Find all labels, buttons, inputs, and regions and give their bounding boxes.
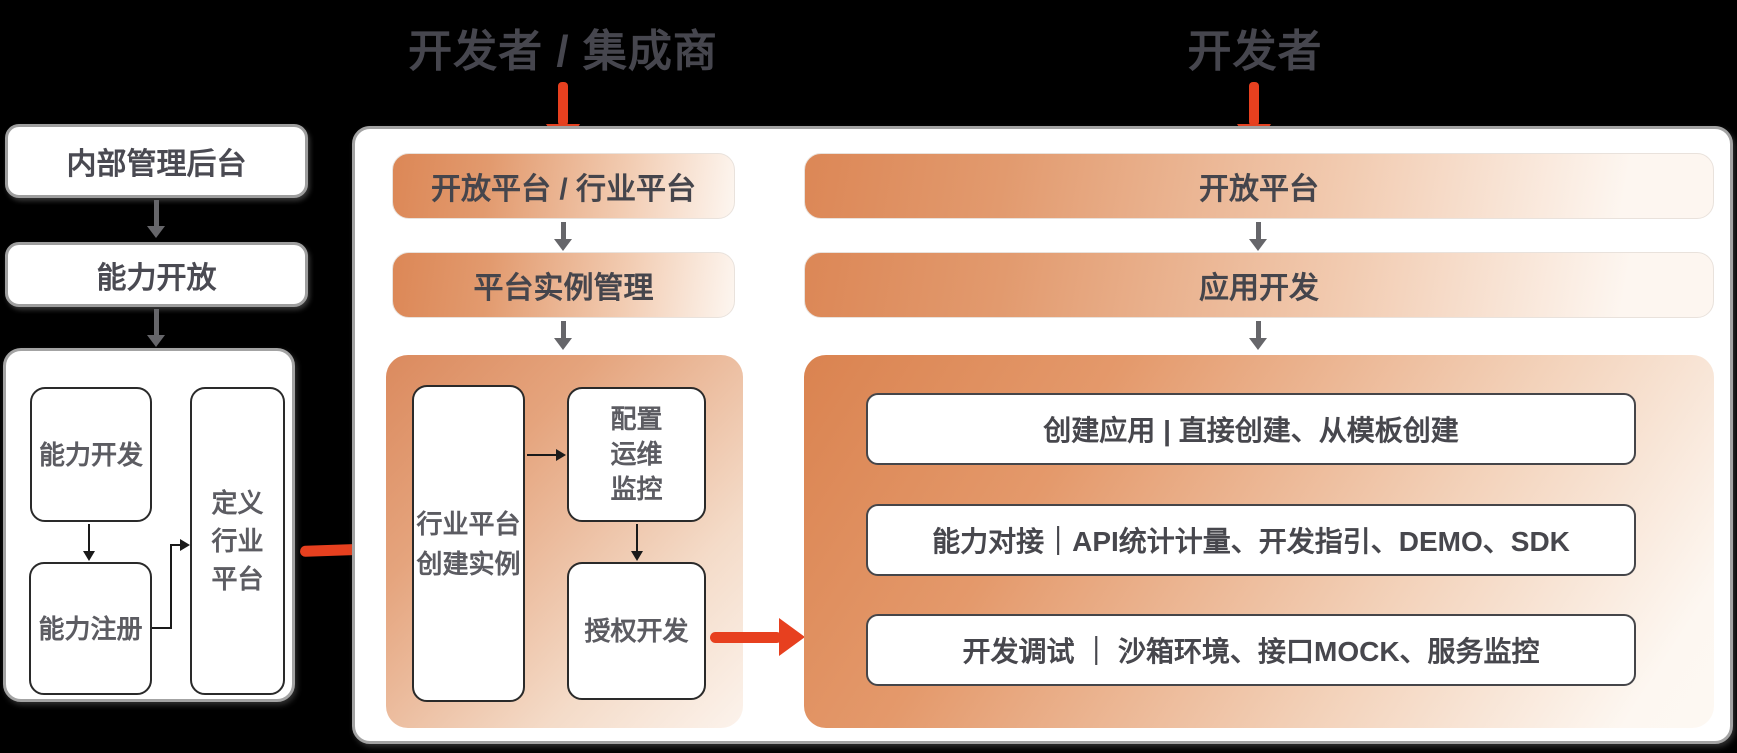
open-platform-industry-label: 开放平台 / 行业平台: [430, 173, 696, 206]
title-developer-integrator: 开发者 / 集成商: [408, 27, 718, 76]
red-arrow-middle-to-right: [710, 618, 805, 656]
app-dev-bar: 应用开发: [804, 252, 1714, 318]
capability-open-label: 能力开放: [96, 261, 217, 295]
title-developer: 开发者: [1187, 27, 1323, 76]
open-platform-bar: 开放平台: [804, 153, 1714, 219]
row-dev-debug: 开发调试 ｜ 沙箱环境、接口MOCK、服务监控: [866, 614, 1636, 686]
define-industry-platform-box: 定义 行业 平台: [190, 387, 285, 695]
app-dev-label: 应用开发: [1199, 272, 1319, 305]
config-ops-label: 配置 运维 监控: [610, 404, 663, 504]
internal-admin-label: 内部管理后台: [66, 148, 247, 181]
row-capability-integration: 能力对接｜API统计计量、开发指引、DEMO、SDK: [866, 504, 1636, 576]
capability-dev-label: 能力开发: [38, 439, 143, 470]
auth-dev-label: 授权开发: [584, 616, 689, 646]
create-instance-box: 行业平台 创建实例: [412, 385, 525, 702]
define-industry-platform-label: 定义 行业 平台: [211, 488, 264, 594]
capability-dev-box: 能力开发: [30, 387, 152, 522]
platform-instance-label: 平台实例管理: [473, 272, 654, 305]
open-platform-industry-bar: 开放平台 / 行业平台: [392, 153, 735, 219]
config-ops-box: 配置 运维 监控: [567, 387, 706, 522]
capability-register-box: 能力注册: [29, 562, 152, 695]
open-platform-label: 开放平台: [1199, 173, 1319, 206]
create-instance-label: 行业平台 创建实例: [416, 508, 521, 579]
capability-open-box: 能力开放: [5, 242, 308, 307]
row-create-app-label: 创建应用 | 直接创建、从模板创建: [1043, 415, 1459, 446]
platform-instance-bar: 平台实例管理: [392, 252, 735, 318]
row-create-app: 创建应用 | 直接创建、从模板创建: [866, 393, 1636, 465]
row-capability-integration-label: 能力对接｜API统计计量、开发指引、DEMO、SDK: [932, 526, 1570, 557]
auth-dev-box: 授权开发: [567, 562, 706, 700]
capability-register-label: 能力注册: [38, 613, 143, 644]
row-dev-debug-label: 开发调试 ｜ 沙箱环境、接口MOCK、服务监控: [962, 636, 1540, 667]
internal-admin-box: 内部管理后台: [5, 124, 308, 198]
